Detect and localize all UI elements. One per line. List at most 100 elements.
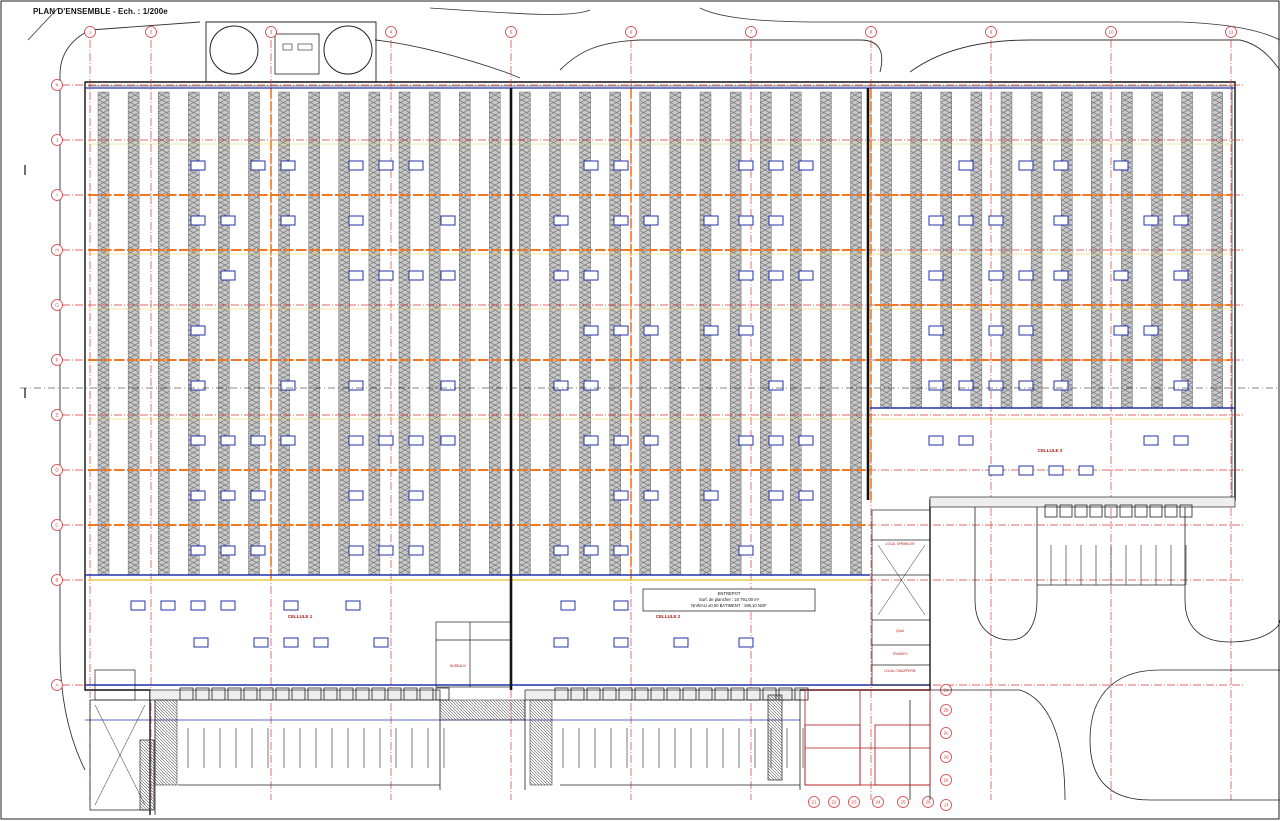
equipment-box [440, 435, 456, 446]
equipment-box [553, 270, 569, 281]
bubble-circle [51, 464, 63, 476]
dock-door [323, 687, 338, 701]
bubble-label: 22 [831, 800, 837, 805]
equipment-box [613, 160, 629, 171]
equipment-box [1113, 325, 1129, 336]
equipment-box [190, 325, 206, 336]
equipment-box [1018, 160, 1034, 171]
equipment-box [190, 160, 206, 171]
dock-door [419, 687, 434, 701]
bubble-circle [1105, 26, 1117, 38]
dock-door [554, 687, 569, 701]
equipment-box [928, 270, 944, 281]
dock-door [275, 687, 290, 701]
dock-door [1059, 504, 1073, 518]
equipment-box [768, 380, 784, 391]
bubble-label: I [56, 193, 57, 198]
plan-title: PLAN D'ENSEMBLE - Ech. : 1/200e [33, 7, 168, 16]
site-boundary-left [59, 75, 86, 771]
grid-row-bubble: H [51, 244, 63, 256]
bubble-circle [940, 704, 952, 716]
bubble-label: 26 [925, 800, 931, 805]
dock-door [1044, 504, 1058, 518]
bubble-label: 10 [1108, 30, 1114, 35]
site-boundary [59, 21, 1280, 79]
dock-door [730, 687, 745, 701]
water-tank-area [205, 21, 377, 85]
dock-door [1074, 504, 1088, 518]
room-transfo: TRANSFO [892, 652, 908, 656]
grid-col-bubble: 5 [505, 26, 517, 38]
bubble-label: 2d [943, 755, 949, 760]
bubble-label: G [55, 303, 59, 308]
equipment-box [1018, 465, 1034, 476]
bubble-label: 23 [851, 800, 857, 805]
local-row-bubble: 2d [940, 751, 952, 763]
bubble-label: 2e [943, 778, 949, 783]
equipment-box [348, 545, 364, 556]
grid-col-bubble: 2 [145, 26, 157, 38]
equipment-box [1078, 465, 1094, 476]
grid-row-bubble: J [51, 134, 63, 146]
equipment-box [768, 435, 784, 446]
equipment-box [798, 160, 814, 171]
equipment-box [1173, 270, 1189, 281]
bubble-circle [51, 299, 63, 311]
grid-col-bubble: 1 [84, 26, 96, 38]
room-bureaux: BUREAUX [450, 664, 466, 668]
equipment-box [373, 637, 389, 648]
equipment-box [130, 600, 146, 611]
bubble-circle [385, 26, 397, 38]
bubble-label: 2b [943, 708, 949, 713]
cell-1-label: CELLULE 1 [288, 614, 313, 619]
dock-door [714, 687, 729, 701]
equipment-box [703, 325, 719, 336]
rack [428, 91, 441, 576]
equipment-box [348, 435, 364, 446]
equipment-box [1173, 215, 1189, 226]
rack [549, 91, 561, 576]
bubble-circle [51, 409, 63, 421]
equipment-box [958, 435, 974, 446]
bubble-circle [865, 26, 877, 38]
equipment-box [1143, 325, 1159, 336]
bubble-label: 2c [944, 731, 950, 736]
equipment-box [613, 545, 629, 556]
equipment-box [643, 490, 659, 501]
dock-door [634, 687, 649, 701]
bubble-circle [51, 189, 63, 201]
equipment-box [283, 637, 299, 648]
equipment-box [190, 600, 206, 611]
bubble-circle [745, 26, 757, 38]
equipment-box [738, 270, 754, 281]
equipment-box [613, 325, 629, 336]
dock-door [698, 687, 713, 701]
equipment-box [1053, 270, 1069, 281]
bubble-circle [625, 26, 637, 38]
truck-courts [89, 507, 1280, 815]
equipment-box [345, 600, 361, 611]
structure-lines [85, 87, 1235, 721]
equipment-box [673, 637, 689, 648]
equipment-box [703, 490, 719, 501]
equipment-box [958, 380, 974, 391]
equipment-box [440, 270, 456, 281]
grid-col-bubble: 3 [265, 26, 277, 38]
bubble-circle [828, 796, 840, 808]
side-rooms [94, 509, 931, 811]
equipment-box [408, 545, 424, 556]
bubble-label: 6 [630, 30, 633, 35]
equipment-box [643, 435, 659, 446]
bubble-label: 8 [870, 30, 873, 35]
equipment-box [348, 160, 364, 171]
equipment-box [1048, 465, 1064, 476]
bubble-label: 5 [510, 30, 513, 35]
equipment-box [768, 270, 784, 281]
equipment-box [348, 490, 364, 501]
equipment-box [313, 637, 329, 648]
grid-row-bubble: F [51, 354, 63, 366]
equipment-box [280, 215, 296, 226]
rack [669, 91, 682, 576]
equipment-box [1113, 160, 1129, 171]
